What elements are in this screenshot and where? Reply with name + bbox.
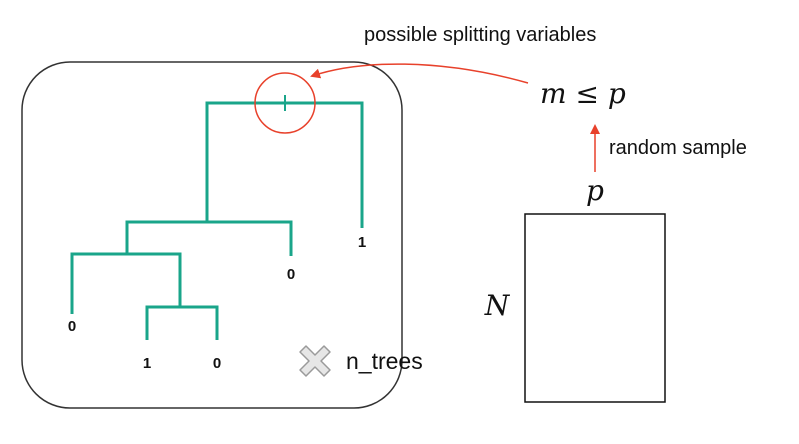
leaf-label: 1 bbox=[358, 234, 366, 251]
splitting-variables-label: possible splitting variables bbox=[364, 24, 596, 46]
n-trees-label: n_trees bbox=[346, 348, 423, 374]
tree-frame bbox=[21, 61, 403, 409]
tree-branch-left-left bbox=[70, 252, 182, 314]
leaf-label: 0 bbox=[68, 318, 76, 335]
x-icon bbox=[299, 345, 331, 377]
p-label: p bbox=[586, 174, 604, 207]
tree-branch-bottom bbox=[145, 305, 219, 340]
leaf-label: 0 bbox=[213, 355, 221, 372]
leaf-label: 0 bbox=[287, 266, 295, 283]
splitting-arrow bbox=[310, 63, 529, 84]
data-matrix bbox=[524, 213, 666, 403]
n-label: N bbox=[484, 289, 511, 322]
leaf-label: 1 bbox=[143, 355, 151, 372]
split-highlight-circle bbox=[254, 72, 316, 134]
tree-branch-left bbox=[125, 220, 293, 256]
m-le-p-label: m ≤ p bbox=[540, 77, 626, 110]
tree-branch-root bbox=[205, 101, 364, 228]
decision-tree bbox=[70, 95, 364, 340]
random-sample-label: random sample bbox=[609, 137, 747, 159]
